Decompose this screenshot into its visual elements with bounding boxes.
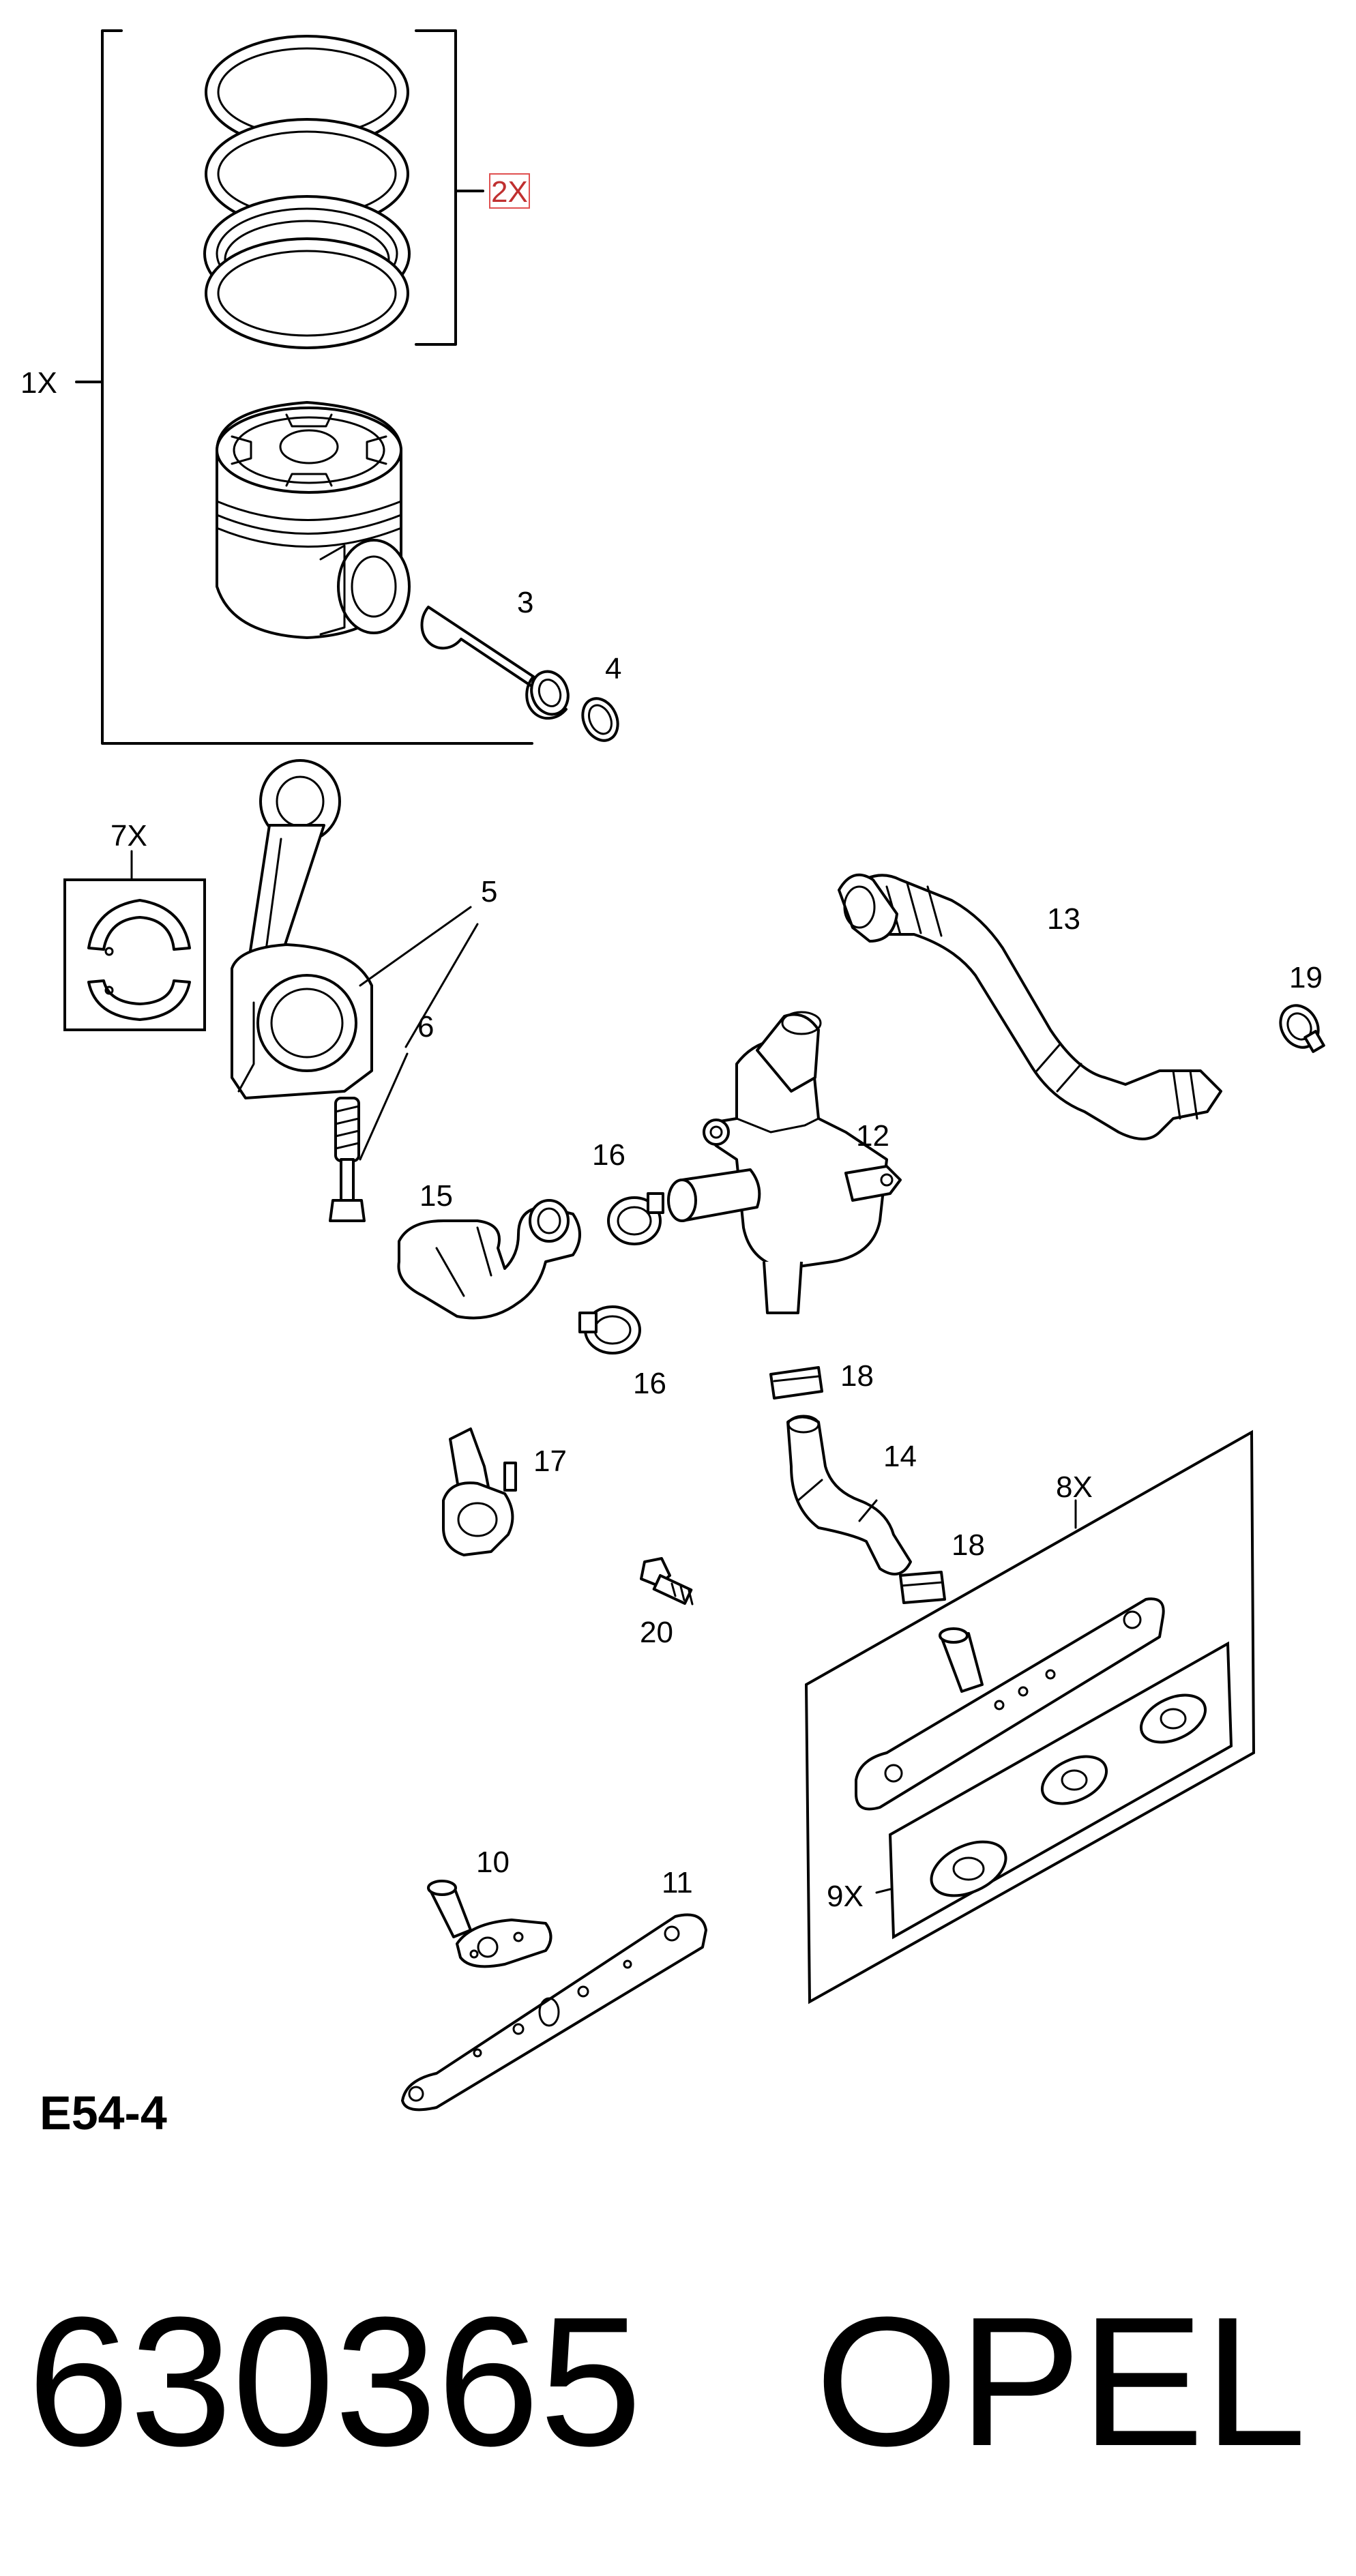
connecting-rod: [231, 759, 373, 1099]
hose-clamp-16-upper: [607, 1192, 664, 1245]
callout-16-lower: 16: [633, 1367, 666, 1400]
bolt-20: [640, 1557, 694, 1605]
callout-13: 13: [1047, 902, 1080, 936]
callout-8x: 8X: [1056, 1470, 1093, 1504]
callout-10: 10: [476, 1846, 510, 1879]
piston-pin: [420, 606, 570, 720]
callout-1x: 1X: [20, 366, 57, 400]
callout-4: 4: [605, 652, 621, 685]
callout-19: 19: [1289, 961, 1323, 994]
callout-17: 17: [533, 1445, 567, 1478]
gasket-kit-box: [804, 1430, 1256, 2004]
callout-12: 12: [856, 1119, 889, 1153]
hose-15: [397, 1199, 581, 1320]
piston-ring-set: [203, 35, 411, 349]
callout-20: 20: [640, 1616, 673, 1649]
bearing-shells-box: [63, 850, 206, 1031]
piston: [216, 401, 411, 639]
upper-coolant-pipe: [838, 873, 1222, 1140]
hose-clamp-16-lower: [578, 1305, 641, 1354]
callout-9x: 9X: [827, 1880, 864, 1913]
callout-6: 6: [417, 1010, 434, 1043]
piston-rings-bracket: [415, 29, 484, 346]
leader-lines-5-6: [359, 906, 479, 1161]
callout-2x-highlight: [489, 173, 530, 209]
callout-16-upper: 16: [592, 1138, 625, 1172]
pipe-flange-10: [427, 1880, 552, 1968]
bracket-17: [442, 1427, 517, 1556]
callout-2x: 2X: [491, 175, 528, 209]
callout-11: 11: [662, 1866, 693, 1899]
clamp-18-lower: [899, 1571, 946, 1604]
part-number: 630365: [27, 2279, 642, 2485]
callout-3: 3: [517, 586, 533, 619]
diagram-code: E54-4: [40, 2086, 167, 2140]
hose-14: [786, 1415, 912, 1575]
piston-pin-circlip: [581, 697, 619, 742]
callout-15: 15: [419, 1179, 453, 1213]
callout-7x: 7X: [110, 819, 147, 853]
brand-name: OPEL: [815, 2279, 1306, 2485]
callout-18-upper: 18: [840, 1359, 874, 1393]
con-rod-bolt: [329, 1097, 366, 1222]
thermostat-housing: [667, 1011, 902, 1314]
callout-18-lower: 18: [952, 1528, 985, 1562]
hose-clamp-19: [1279, 1004, 1325, 1053]
callout-14: 14: [883, 1440, 917, 1473]
piston-group-bracket: [75, 29, 533, 745]
callout-5: 5: [481, 875, 497, 908]
clamp-18-upper: [769, 1366, 823, 1400]
gasket-plate-11: [401, 1913, 707, 2112]
